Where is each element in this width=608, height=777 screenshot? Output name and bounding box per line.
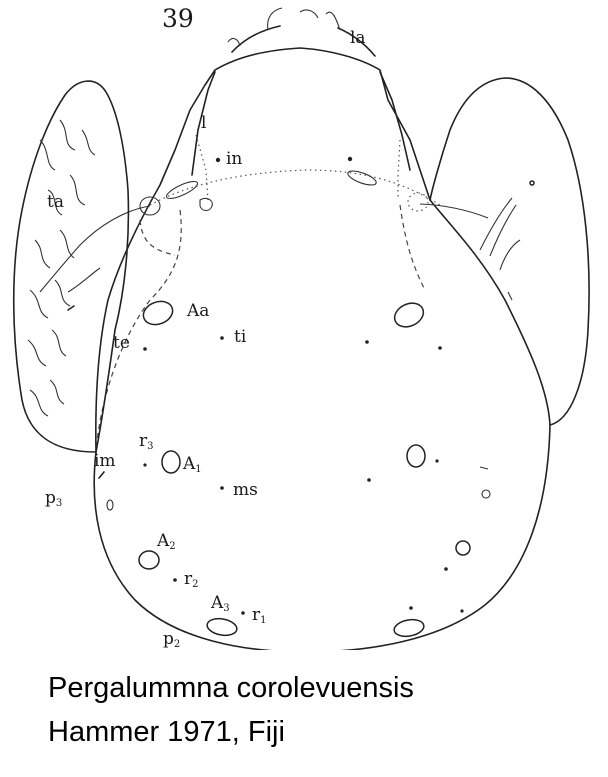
label-te: te [113, 333, 130, 353]
right-small-mark [479, 466, 489, 470]
area-porosa-A2-right [455, 540, 471, 556]
label-A2: A2 [156, 531, 176, 552]
seta-ms-left [220, 486, 224, 490]
bothridium-right [407, 192, 429, 212]
pteromorph-right-dot [529, 180, 535, 186]
area-porosa-Aa-right [393, 302, 425, 328]
caption-author-locality: Hammer 1971, Fiji [48, 716, 285, 748]
label-A3: A3 [210, 593, 230, 614]
dashed-line-left-2 [139, 219, 176, 256]
seta-te-left [143, 347, 147, 351]
seta-r2-right [444, 567, 448, 571]
dashed-line-right [399, 204, 426, 291]
seta-im-left [98, 471, 105, 479]
area-porosa-A2-left [138, 550, 160, 570]
pteromorph-right [429, 77, 590, 426]
dorsosejugal-line [149, 169, 441, 206]
lamella-inner-right [397, 139, 401, 200]
pore-cluster-left [199, 197, 213, 212]
mite-dorsal-view-drawing: 39 la l in ta Aa te ti r3 im A1 ms p3 A2… [12, 4, 590, 650]
seta-te-right [438, 346, 442, 350]
pteromorph-left-line [67, 267, 101, 293]
label-Aa: Aa [186, 301, 209, 321]
label-p2: p2 [163, 629, 180, 650]
pteromorph-right-tick [507, 291, 513, 301]
seta-p2-right [460, 609, 464, 613]
spot-right [347, 170, 377, 186]
pore-p3-left [106, 499, 114, 511]
rostrum-setae [227, 7, 341, 47]
sensillus-left [39, 205, 151, 293]
pteromorph-left [12, 80, 130, 453]
rostrum [231, 25, 376, 57]
seta-ms-right [367, 478, 371, 482]
pteromorph-left-texture [27, 119, 96, 417]
lamella-right [379, 71, 411, 171]
label-A1: A1 [182, 454, 202, 475]
dashed-line-left [95, 209, 182, 453]
area-porosa-A3-right [393, 618, 425, 638]
label-r3: r3 [139, 431, 154, 452]
lamella-inner-left [195, 134, 209, 201]
seta-in-right [347, 156, 353, 162]
pteromorph-right-marks [479, 197, 521, 271]
seta-r2-left [173, 578, 177, 582]
lamella-left [191, 71, 216, 176]
label-r1: r1 [252, 605, 267, 626]
label-ms: ms [233, 480, 258, 500]
label-ta: ta [47, 192, 64, 212]
label-l: l [201, 113, 206, 133]
label-ti: ti [234, 327, 247, 347]
seta-r3-left [143, 463, 147, 467]
area-porosa-Aa-left [142, 300, 174, 326]
seta-ti-right [365, 340, 369, 344]
area-porosa-A3-left [206, 617, 238, 637]
pore-p3-right [481, 489, 491, 499]
body-outline [93, 47, 551, 650]
bothridium-left [139, 196, 161, 216]
sensillus-right [419, 203, 489, 219]
seta-ta-left [67, 305, 75, 311]
seta-r1-right [409, 606, 413, 610]
label-im: im [94, 451, 116, 471]
seta-in-left [215, 157, 221, 163]
label-p3: p3 [45, 488, 62, 509]
label-in: in [226, 149, 242, 169]
area-porosa-A1-left [161, 450, 181, 474]
label-r2: r2 [184, 569, 199, 590]
area-porosa-A1-right [406, 444, 426, 468]
label-la: la [350, 28, 366, 48]
seta-r3-right [435, 459, 439, 463]
spot-left [165, 180, 199, 200]
caption-species-name: Pergalummna corolevuensis [48, 672, 414, 704]
figure-number: 39 [162, 4, 194, 33]
seta-r1-left [241, 611, 245, 615]
seta-ti-left [220, 336, 224, 340]
